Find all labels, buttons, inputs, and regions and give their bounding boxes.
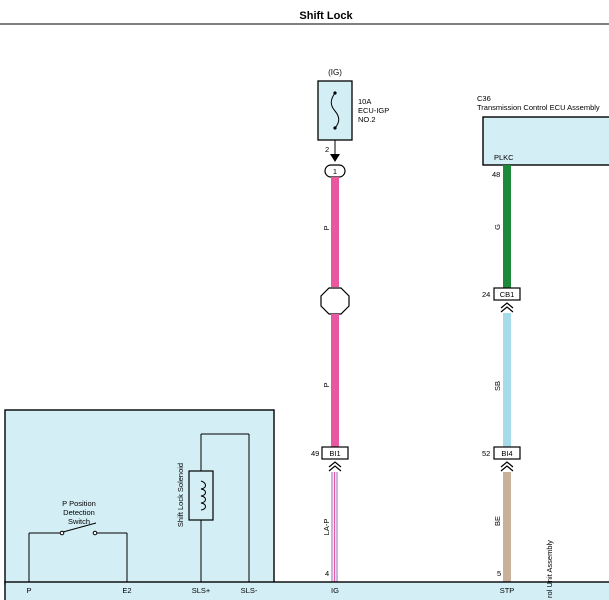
ecu-terminal-plkc: PLKC [494,153,514,162]
wire-splice-octagon [320,287,350,315]
fuse-rating: 10A [358,97,371,106]
bottom-pin-ig: 4 [325,569,329,578]
bi4-chevron-icon [500,461,514,472]
switch-contact-right [92,530,98,536]
cb1-pin: 24 [482,290,490,299]
wire-right-mid [503,313,511,447]
cb1-label: CB1 [500,290,515,299]
ecu-name: Transmission Control ECU Assembly [477,103,600,112]
terminal-p: P [26,586,31,595]
wire-right-top-color: G [493,224,502,230]
ig-label: (IG) [328,68,342,77]
bi1-connector [321,446,349,460]
wire-left-mid [331,314,339,447]
solenoid-label: Shift Lock Solenoid [176,463,185,527]
switch-label-line3: Switch [68,517,90,526]
bottom-pin-stp: 5 [497,569,501,578]
wire-left-top [331,177,339,287]
bi4-label: BI4 [501,449,512,458]
switch-label-line2: Detection [63,508,95,517]
cb1-chevron-icon [500,302,514,313]
ecu-code: C36 [477,94,491,103]
fuse-pin: 2 [325,145,329,154]
fuse-terminal-top [333,91,337,95]
solenoid-coil-icon [200,480,206,511]
terminal-stp: STP [500,586,515,595]
diagram-title: Shift Lock [299,10,353,22]
bi4-pin: 52 [482,449,490,458]
wire-right-mid-color: SB [493,381,502,391]
terminal-ig: IG [331,586,339,595]
switch-contact-left [59,530,65,536]
bi1-pin: 49 [311,449,319,458]
wire-left-bottom-color: LA-P [322,519,331,536]
connector-1-label: 1 [333,167,337,176]
cb1-connector [493,287,521,301]
control-unit-strip [4,581,609,600]
terminal-sls-plus: SLS+ [192,586,211,595]
switch-label-line1: P Position [62,499,96,508]
ecu-box [482,116,609,166]
wire-right-bottom [503,472,511,582]
fuse-name-line2: NO.2 [358,115,376,124]
bi4-connector [493,446,521,460]
wire-right-top [503,165,511,288]
terminal-sls-minus: SLS- [241,586,258,595]
ecu-pin: 48 [492,170,500,179]
terminal-e2: E2 [122,586,131,595]
fuse-name-line1: ECU-IGP [358,106,389,115]
wire-left-top-color: P [322,225,331,230]
fuse-terminal-bottom [333,126,337,130]
control-unit-side-label: rol Unit Assembly [545,540,554,598]
switch-blade [62,522,97,533]
fuse-arrow-icon [330,154,340,162]
shift-lock-unit-box [4,409,275,585]
fuse-icon [330,92,340,129]
wire-left-mid-color: P [322,382,331,387]
bi1-chevron-icon [328,461,342,472]
bi1-label: BI1 [329,449,340,458]
wire-right-bottom-color: BE [493,516,502,526]
